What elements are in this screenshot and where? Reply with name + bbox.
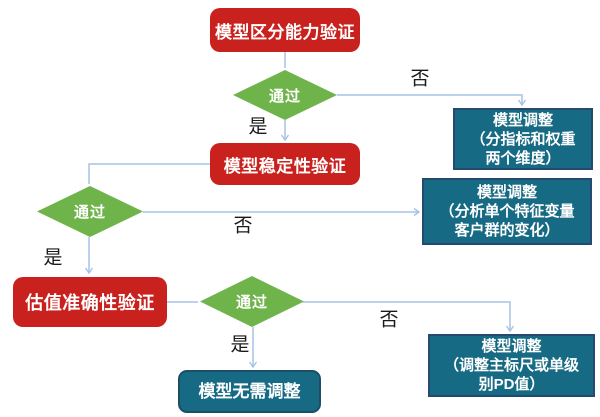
- model-adjust-box-2-line1: 模型调整: [476, 184, 537, 201]
- connector-pass3-no-to-adjust3: [303, 301, 510, 331]
- model-adjust-box-2: 模型调整 （分析单个特征变量 客户群的变化）: [422, 178, 592, 245]
- model-adjust-box-1-line1: 模型调整: [492, 111, 553, 129]
- edge-label-yes-3: 是: [230, 334, 250, 356]
- model-adjust-box-3-line3: 别PD值）: [478, 376, 545, 393]
- model-adjust-box-1-line3: 两个维度）: [485, 149, 561, 167]
- stability-validation-box: 模型稳定性验证: [210, 143, 360, 185]
- model-adjust-box-1: 模型调整 （分指标和权重 两个维度）: [453, 108, 593, 170]
- connector-pass1-no-to-adjust1: [337, 94, 522, 105]
- model-adjust-box-3: 模型调整 （调整主标尺或单级 别PD值）: [428, 334, 595, 397]
- no-adjustment-needed-box: 模型无需调整: [178, 370, 321, 413]
- discrimination-validation-box: 模型区分能力验证: [210, 8, 360, 52]
- edge-label-no-3: 否: [379, 309, 399, 331]
- model-adjust-box-1-line2: （分指标和权重: [470, 130, 576, 148]
- edge-label-no-2: 否: [233, 215, 253, 237]
- model-adjust-box-2-line3: 客户群的变化）: [454, 222, 560, 239]
- edge-label-yes-2: 是: [43, 247, 63, 269]
- connector-stability-to-pass2: [88, 163, 210, 184]
- accuracy-validation-box: 估值准确性验证: [13, 277, 167, 327]
- edge-label-no-1: 否: [410, 68, 430, 90]
- model-adjust-box-3-line2: （调整主标尺或单级: [443, 357, 579, 374]
- model-adjust-box-2-line2: （分析单个特征变量: [439, 203, 575, 220]
- model-adjust-box-3-line1: 模型调整: [481, 338, 542, 355]
- edge-label-yes-1: 是: [248, 116, 268, 138]
